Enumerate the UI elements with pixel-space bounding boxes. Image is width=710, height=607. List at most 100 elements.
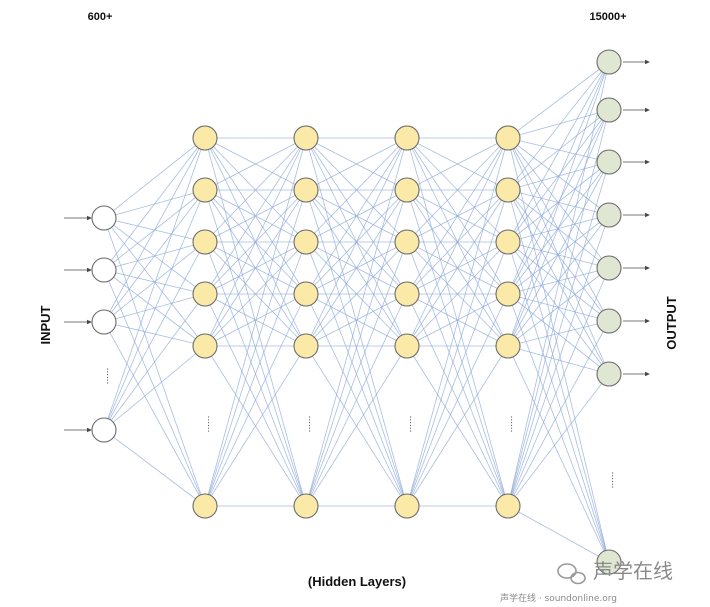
connection-edge: [507, 267, 610, 507]
connection-edge: [507, 214, 610, 347]
connection-edge: [103, 293, 206, 431]
connection-edge: [507, 161, 610, 347]
input-node: [91, 417, 117, 443]
hidden-2-node: [293, 229, 319, 255]
connection-edge: [305, 241, 408, 507]
input-ellipsis: ......: [104, 368, 115, 385]
connection-edge: [103, 321, 206, 347]
connection-edge: [103, 241, 206, 323]
watermark-footer: 声学在线 · soundonline.org: [500, 592, 617, 604]
connection-edge: [103, 241, 206, 431]
output-node: [596, 49, 622, 75]
connection-edge: [507, 61, 610, 139]
hidden-3-ellipsis: ......: [407, 416, 418, 433]
connection-edge: [507, 189, 610, 322]
connection-edge: [507, 61, 610, 507]
connection-edge: [204, 137, 307, 347]
connection-edge: [507, 189, 610, 563]
connection-edge: [406, 137, 509, 243]
hidden-3-node: [394, 333, 420, 359]
input-node: [91, 309, 117, 335]
connection-edge: [406, 137, 509, 191]
connection-edge: [103, 345, 206, 431]
layer-ellipses: ....................................: [104, 368, 620, 489]
output-arrow-head: [645, 212, 650, 218]
connection-edge: [406, 189, 509, 507]
hidden-3-node: [394, 229, 420, 255]
connection-edge: [204, 345, 307, 507]
output-arrow-head: [645, 159, 650, 165]
input-node: [91, 257, 117, 283]
output-ellipsis: ......: [609, 472, 620, 489]
connection-edge: [305, 189, 408, 507]
connection-edge: [507, 161, 610, 507]
connection-edge: [204, 241, 307, 347]
hidden-4-node: [495, 493, 521, 519]
output-arrow-head: [645, 107, 650, 113]
hidden-layers-label: (Hidden Layers): [308, 574, 406, 589]
output-arrow-head: [645, 371, 650, 377]
connection-edge: [406, 293, 509, 347]
connection-edge: [406, 241, 509, 507]
connection-edge: [103, 293, 206, 323]
connection-edge: [204, 189, 307, 507]
hidden-3-node: [394, 177, 420, 203]
connection-edges: [103, 61, 610, 563]
connection-edge: [305, 137, 408, 295]
connection-edge: [204, 293, 307, 347]
connection-edge: [305, 189, 408, 347]
hidden-4-node: [495, 281, 521, 307]
connection-edge: [507, 293, 610, 563]
connection-edge: [204, 137, 307, 295]
input-arrow-head: [87, 215, 92, 221]
connection-edge: [507, 61, 610, 191]
hidden-3-node: [394, 493, 420, 519]
connection-edge: [305, 137, 408, 507]
connection-edge: [305, 293, 408, 347]
connection-edge: [204, 137, 307, 191]
connection-edge: [204, 189, 307, 347]
connection-edge: [204, 137, 307, 243]
connection-edge: [103, 137, 206, 271]
hidden-4-node: [495, 333, 521, 359]
connection-edge: [507, 109, 610, 139]
input-axis-label: INPUT: [38, 305, 53, 344]
hidden-1-node: [192, 493, 218, 519]
hidden-4-node: [495, 177, 521, 203]
io-arrows: [64, 59, 650, 433]
hidden-1-node: [192, 281, 218, 307]
output-arrow-head: [645, 318, 650, 324]
hidden-3-node: [394, 281, 420, 307]
hidden-2-node: [293, 333, 319, 359]
watermark: 声学在线 声学在线 · soundonline.org: [500, 559, 673, 604]
connection-edge: [103, 321, 206, 507]
hidden-1-node: [192, 333, 218, 359]
connection-edge: [507, 109, 610, 295]
connection-edge: [305, 137, 408, 243]
hidden-1-node: [192, 177, 218, 203]
input-arrow-head: [87, 267, 92, 273]
hidden-2-node: [293, 493, 319, 519]
hidden-2-ellipsis: ......: [306, 416, 317, 433]
connection-edge: [507, 109, 610, 191]
watermark-brand: 声学在线: [593, 559, 673, 583]
wechat-icon: [557, 563, 586, 585]
connection-edge: [305, 241, 408, 347]
connection-edge: [507, 214, 610, 507]
output-arrow-head: [645, 59, 650, 65]
output-node: [596, 549, 622, 575]
hidden-2-node: [293, 177, 319, 203]
connection-edge: [507, 320, 610, 507]
connection-edge: [204, 137, 307, 507]
connection-edge: [406, 293, 509, 507]
connection-edge: [103, 137, 206, 219]
input-arrow-head: [87, 319, 92, 325]
output-node: [596, 202, 622, 228]
connection-edge: [305, 137, 408, 347]
hidden-4-node: [495, 229, 521, 255]
connection-edge: [507, 137, 610, 563]
connection-edge: [507, 109, 610, 347]
output-node: [596, 149, 622, 175]
